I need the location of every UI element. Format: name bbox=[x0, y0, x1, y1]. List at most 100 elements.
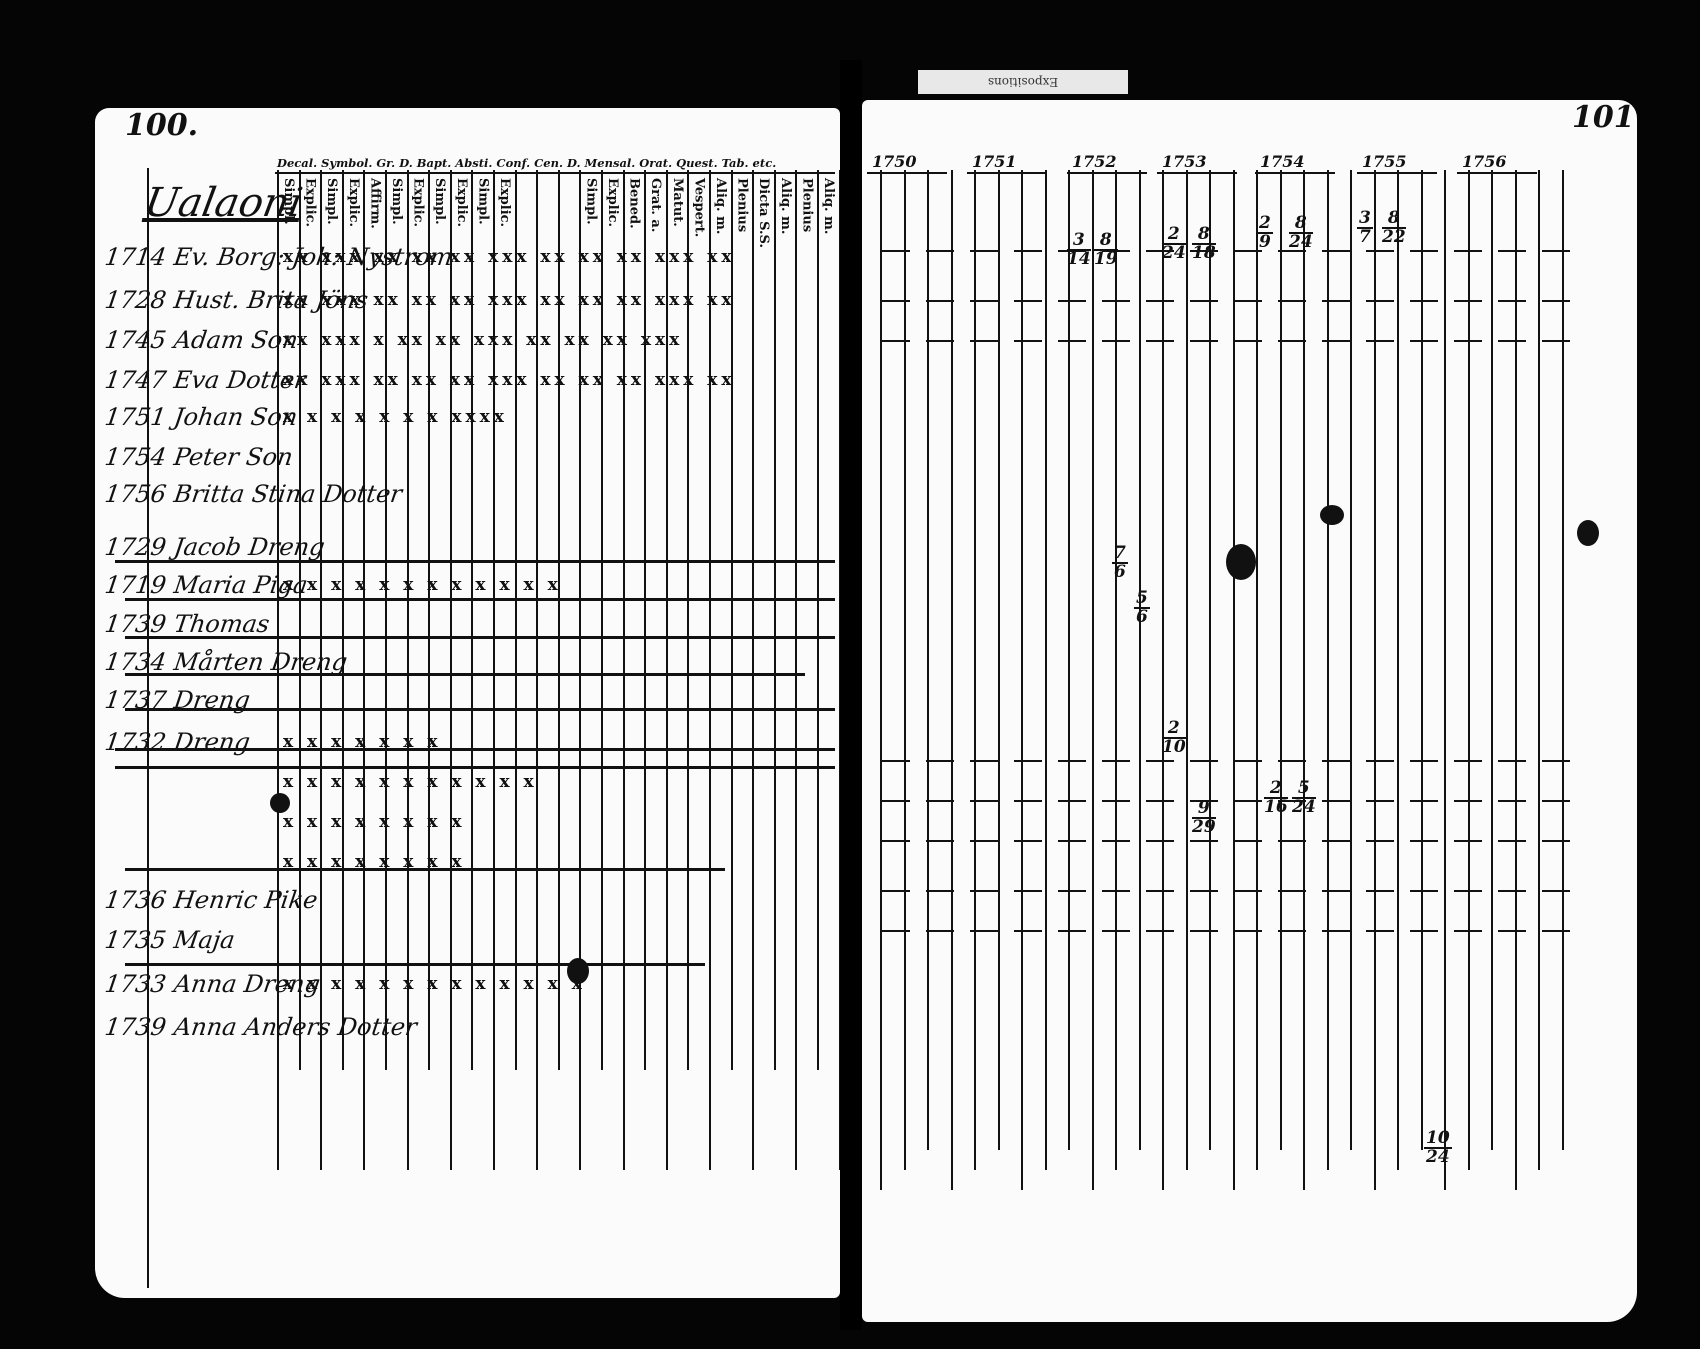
column-label: Matut. bbox=[669, 178, 685, 227]
dashed-row-line bbox=[882, 250, 1572, 252]
strike-line bbox=[125, 636, 835, 639]
grid-line bbox=[363, 170, 366, 1170]
column-label: Affirm. bbox=[367, 178, 383, 229]
grid-line bbox=[1538, 170, 1540, 1170]
birth-year: 1736 bbox=[103, 886, 169, 914]
dashed-row-line bbox=[882, 840, 1572, 842]
strike-line bbox=[115, 748, 835, 751]
folio-right: 101 bbox=[1572, 100, 1635, 135]
grid-line bbox=[1326, 170, 1329, 1170]
fraction-denominator: 10 bbox=[1162, 737, 1186, 757]
grid-line bbox=[406, 170, 409, 1170]
person-name: Mårten Dreng bbox=[172, 648, 350, 676]
person-name: Henric Pike bbox=[172, 886, 320, 914]
grid-line bbox=[752, 170, 755, 1170]
folio-left: 100. bbox=[125, 108, 199, 143]
person-name: Thomas bbox=[172, 610, 272, 638]
column-label: Vespert. bbox=[691, 178, 707, 238]
fraction-numerator: 8 bbox=[1192, 226, 1216, 245]
grid-line bbox=[277, 170, 279, 1170]
birth-year: 1728 bbox=[103, 286, 169, 314]
grid-line bbox=[974, 170, 976, 1170]
grid-line bbox=[1467, 170, 1470, 1170]
column-label: Explic. bbox=[497, 178, 512, 228]
column-label: Explic. bbox=[345, 178, 361, 228]
grid-line bbox=[1279, 170, 1282, 1150]
column-label: Explic. bbox=[410, 178, 426, 228]
grid-line bbox=[1138, 170, 1141, 1150]
fraction-denominator: 24 bbox=[1162, 243, 1186, 263]
register-entry bbox=[103, 768, 115, 796]
exam-marks: x x x x x x x x x x x x x bbox=[283, 974, 586, 994]
year-underline bbox=[1457, 172, 1537, 174]
fraction-numerator: 5 bbox=[1292, 780, 1316, 799]
grid-line bbox=[1256, 170, 1258, 1170]
dashed-row-line bbox=[882, 800, 1572, 802]
column-label: Simpl. bbox=[583, 178, 599, 225]
fraction-numerator: 3 bbox=[1357, 208, 1373, 229]
grid-line bbox=[1420, 170, 1423, 1150]
year-header: 1755 bbox=[1362, 152, 1407, 171]
exam-marks: x x x x x x x x bbox=[283, 852, 466, 872]
year-underline bbox=[867, 172, 947, 174]
year-header: 1754 bbox=[1260, 152, 1305, 171]
person-name: Maja bbox=[172, 926, 237, 954]
grid-line bbox=[1514, 170, 1517, 1190]
exam-marks: xx xxx xx xx xx xxx xx xx xx xxx xx bbox=[283, 370, 736, 390]
fraction-numerator: 8 bbox=[1289, 215, 1313, 234]
grid-line bbox=[795, 170, 798, 1170]
grid-line bbox=[1491, 170, 1493, 1150]
fraction-denominator: 24 bbox=[1289, 232, 1313, 252]
grid-line bbox=[950, 170, 953, 1190]
book-spine bbox=[840, 60, 862, 1330]
ink-blot bbox=[1577, 520, 1599, 546]
birth-year: 1719 bbox=[103, 571, 169, 599]
year-header: 1756 bbox=[1462, 152, 1507, 171]
person-name: Dreng bbox=[172, 728, 252, 756]
column-label: Simpl. bbox=[432, 178, 448, 225]
exam-marks: xx xxx xx xx xx xxx xx xx xx xxx xx bbox=[283, 290, 736, 310]
left-page: 100. Decal. Symbol. Gr. D. Bapt. Absti. … bbox=[95, 108, 840, 1298]
ink-blot bbox=[1320, 505, 1344, 525]
grid-line bbox=[622, 170, 625, 1170]
grid-line bbox=[773, 170, 776, 1070]
birth-year: 1756 bbox=[103, 480, 169, 508]
exam-marks: xx xxx xx xx xx xxx xx xx xx xxx xx bbox=[283, 247, 736, 267]
year-underline bbox=[1157, 172, 1237, 174]
dashed-row-line bbox=[882, 340, 1572, 342]
grid-line bbox=[557, 170, 560, 1070]
fraction-denominator: 16 bbox=[1264, 797, 1288, 817]
grid-line bbox=[493, 170, 495, 1170]
birth-year: 1734 bbox=[103, 648, 169, 676]
exam-marks: x x x x x x x xxxx bbox=[283, 407, 508, 427]
fraction-numerator: 10 bbox=[1424, 1128, 1452, 1149]
year-header: 1750 bbox=[872, 152, 917, 171]
grid-line bbox=[1068, 170, 1070, 1150]
fraction-numerator: 3 bbox=[1067, 232, 1091, 251]
grid-line bbox=[1091, 170, 1094, 1190]
strike-line bbox=[115, 766, 835, 769]
grid-line bbox=[1350, 170, 1352, 1150]
grid-line bbox=[471, 170, 474, 1070]
fraction-numerator: 5 bbox=[1134, 588, 1150, 609]
grid-line bbox=[997, 170, 1000, 1150]
column-label: Explic. bbox=[605, 178, 620, 228]
grid-line bbox=[1021, 170, 1023, 1190]
header-rule bbox=[275, 172, 835, 174]
fraction-denominator: 19 bbox=[1094, 249, 1118, 269]
column-label: Explic. bbox=[302, 178, 318, 228]
grid-line bbox=[1162, 170, 1164, 1190]
grid-line bbox=[665, 170, 668, 1170]
column-label: Bened. bbox=[626, 178, 642, 229]
